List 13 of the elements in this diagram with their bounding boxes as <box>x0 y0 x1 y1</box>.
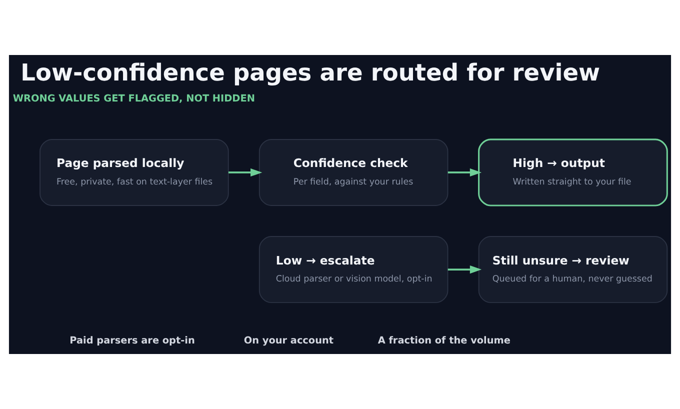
node-box: Page parsed locally Free, private, fast on text-layer files <box>40 138 229 206</box>
node-box: Still unsure → review Queued for a human, never guessed <box>478 236 668 304</box>
node-box: Confidence check Per field, against your rules <box>258 138 448 206</box>
label: A fraction of the volume <box>378 335 510 346</box>
arrow <box>448 265 482 274</box>
arrow <box>228 168 262 177</box>
label: On your account <box>244 335 334 346</box>
node-box: Low → escalate Cloud parser or vision model, opt-in <box>258 236 448 304</box>
arrow <box>448 168 482 177</box>
label: Paid parsers are opt-in <box>70 335 195 346</box>
diagram-title: Low-confidence pages are routed for review <box>20 59 600 86</box>
label: WRONG VALUES GET FLAGGED, NOT HIDDEN <box>12 94 255 105</box>
node-box: High → output Written straight to your file <box>478 138 668 206</box>
